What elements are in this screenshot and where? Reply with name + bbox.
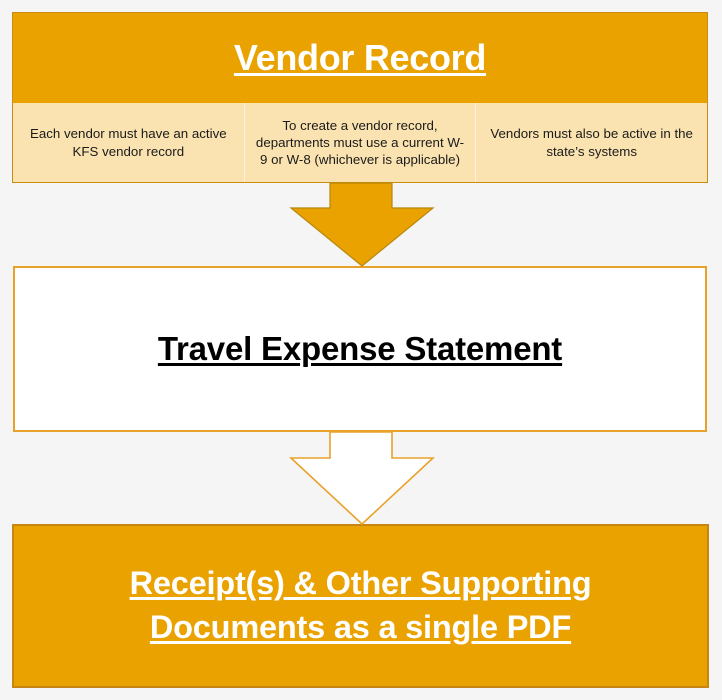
receipts-title-line-2: Documents as a single PDF	[149, 609, 572, 645]
receipts-title: Receipt(s) & Other Supporting Documents …	[130, 562, 592, 650]
receipts-supporting-documents-box: Receipt(s) & Other Supporting Documents …	[12, 524, 709, 688]
vendor-record-title: Vendor Record	[233, 37, 487, 78]
vendor-record-requirements-row: Each vendor must have an active KFS vend…	[13, 103, 707, 182]
down-arrow-icon-outline	[288, 431, 436, 526]
vendor-record-header: Vendor Record	[13, 13, 707, 103]
receipts-title-line-1: Receipt(s) & Other Supporting	[129, 565, 592, 602]
vendor-requirement-cell: Each vendor must have an active KFS vend…	[30, 126, 227, 159]
travel-expense-statement-box: Travel Expense Statement	[13, 266, 707, 432]
down-arrow-icon-filled	[289, 182, 435, 267]
vendor-requirement-cell: To create a vendor record, departments m…	[243, 103, 476, 182]
travel-expense-statement-title: Travel Expense Statement	[157, 330, 563, 367]
vendor-record-block: Vendor Record Each vendor must have an a…	[12, 12, 708, 183]
vendor-requirement-cell: Vendors must also be active in the state…	[475, 103, 707, 182]
